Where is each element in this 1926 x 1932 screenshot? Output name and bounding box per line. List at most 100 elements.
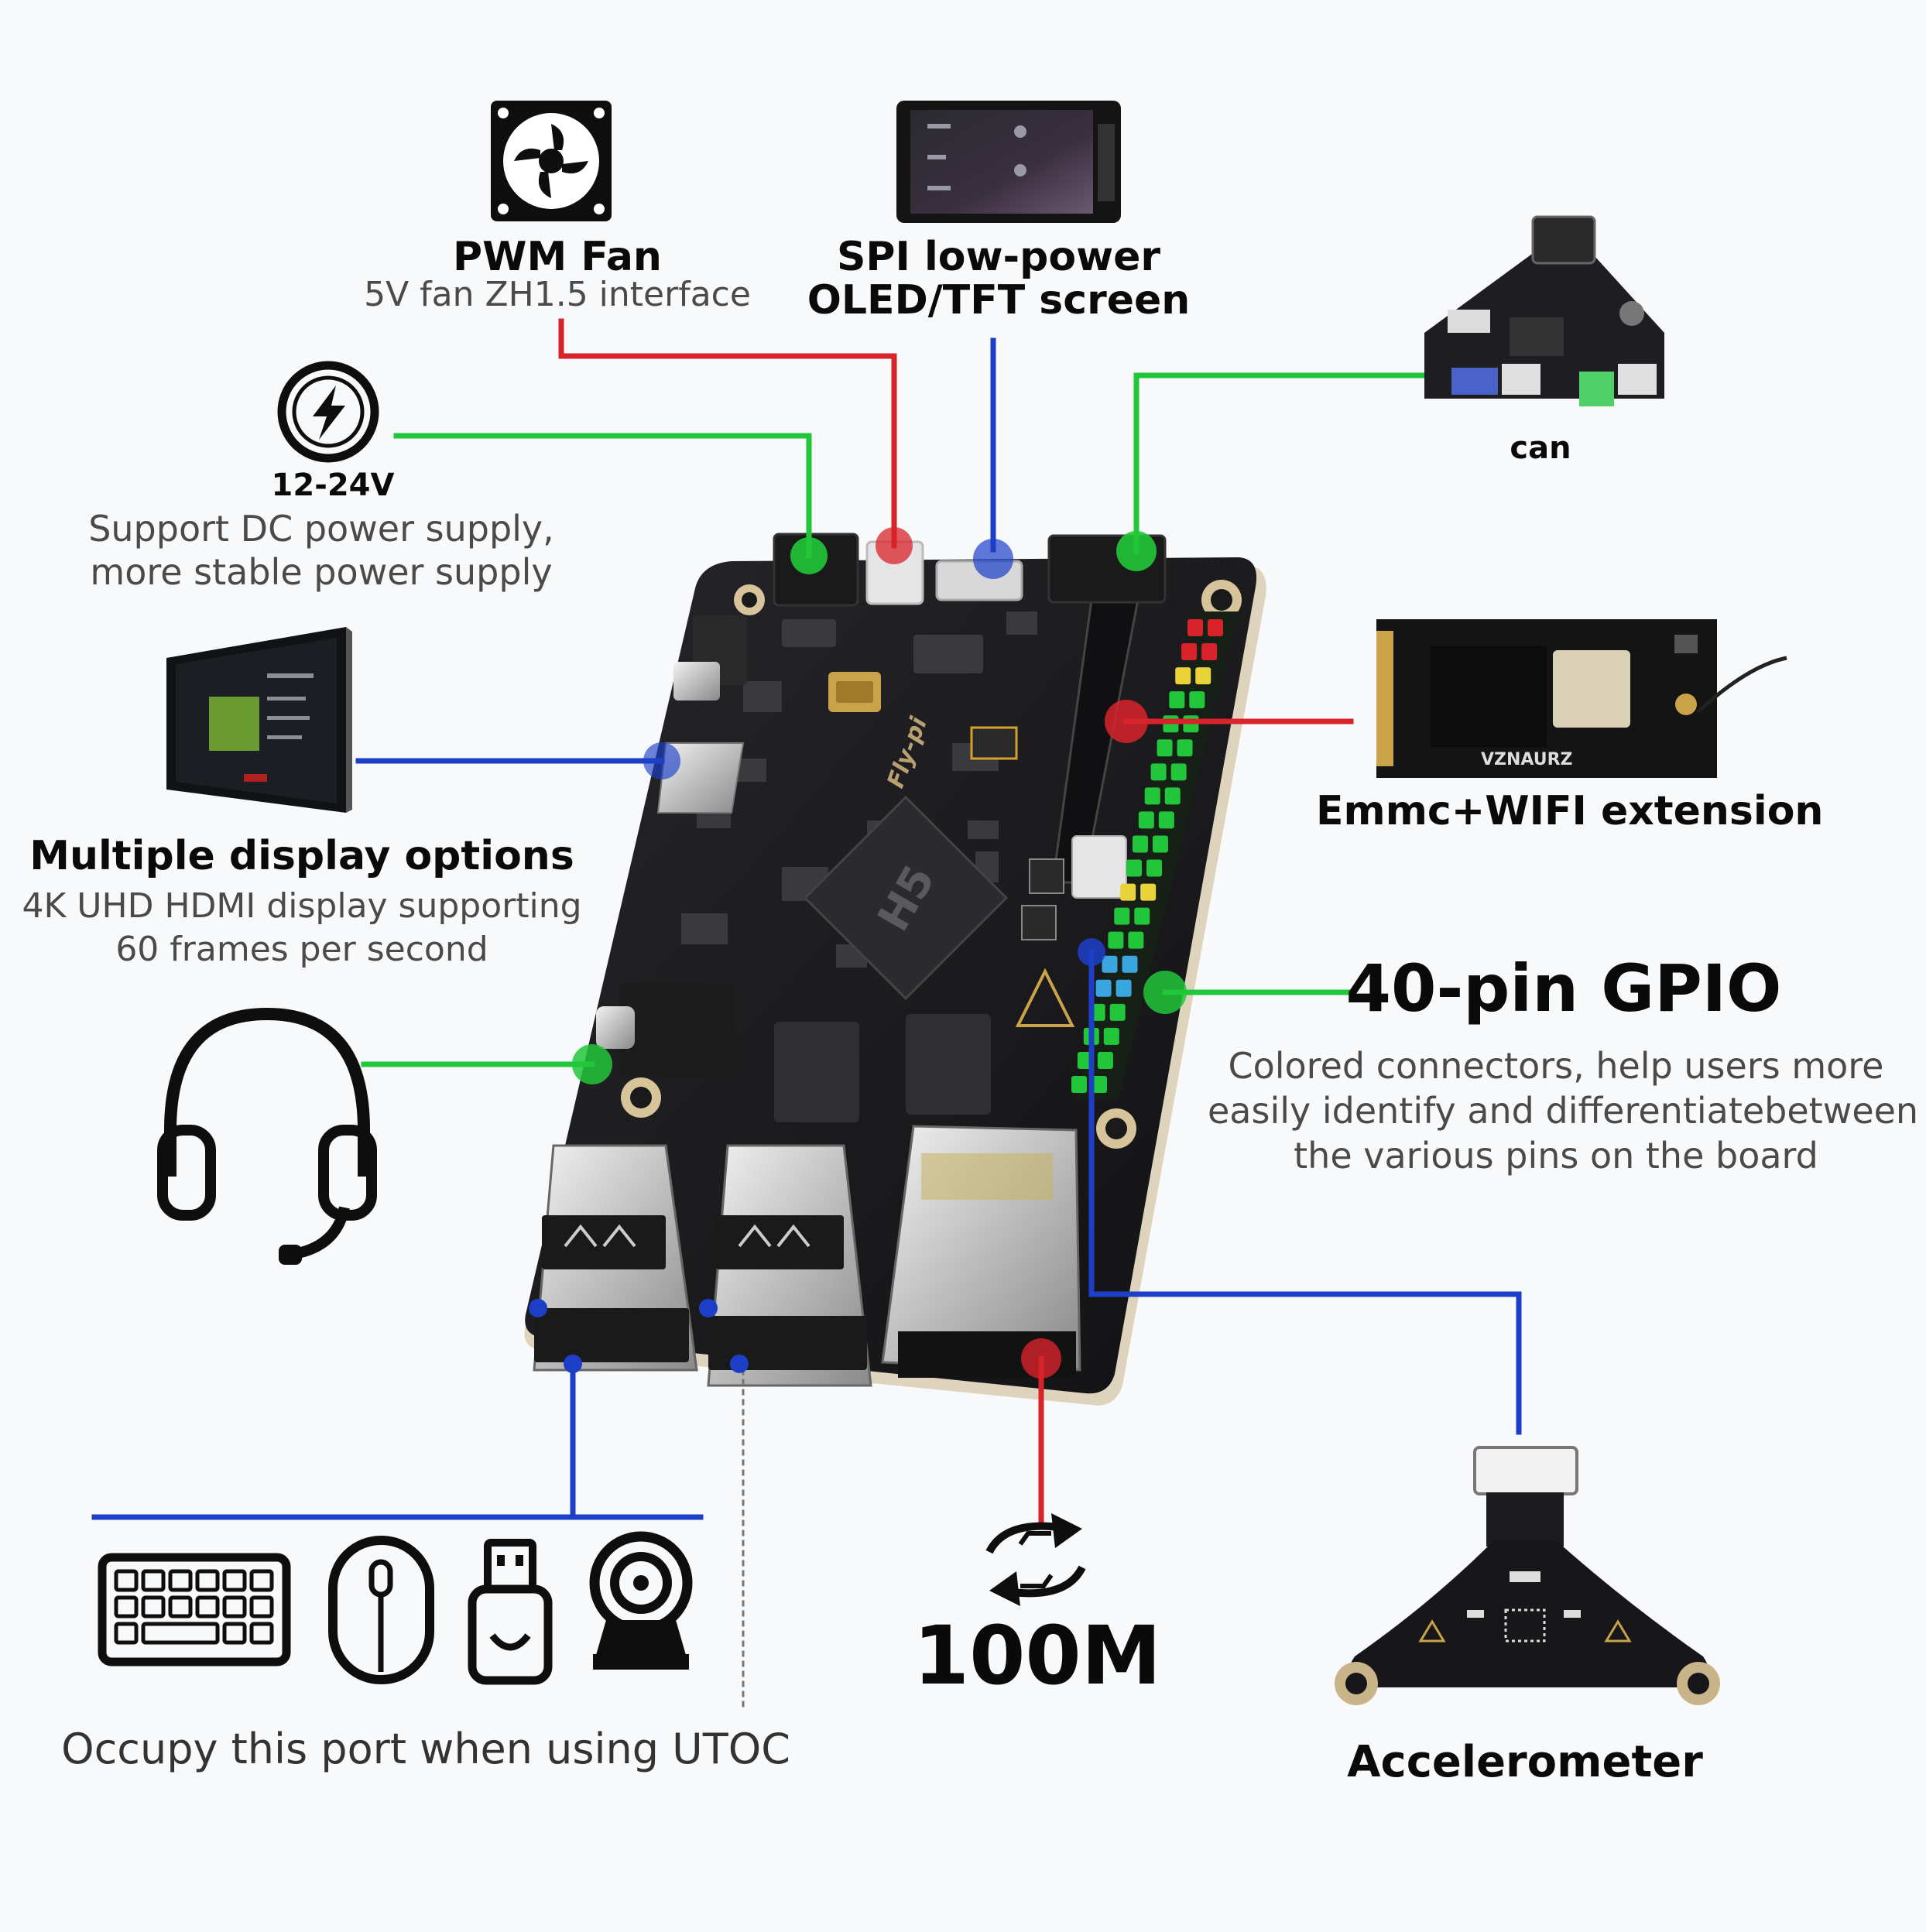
power-title: 12-24V — [271, 468, 395, 503]
gpio-pin — [1138, 811, 1154, 829]
soc-chip: H5 — [803, 795, 1009, 1001]
gpio-pin — [1071, 1076, 1087, 1093]
keyboard-key — [168, 1595, 193, 1619]
gpio-pin — [1132, 835, 1148, 853]
gpio-title: 40-pin GPIO — [1345, 951, 1782, 1026]
keyboard-key — [195, 1569, 220, 1592]
audio-jack — [596, 983, 735, 1076]
headset-icon — [157, 1007, 377, 1265]
keyboard-key — [222, 1595, 247, 1619]
gpio-pin — [1201, 643, 1218, 661]
lightning-icon — [277, 361, 379, 463]
keyboard-key — [114, 1569, 139, 1592]
pwm-fan-subtitle: 5V fan ZH1.5 interface — [364, 275, 751, 314]
power-line1: Support DC power supply, — [88, 508, 554, 550]
gpio-pin — [1116, 979, 1132, 997]
emmc-title: Emmc+WIFI extension — [1316, 788, 1824, 834]
gpio-pin — [1164, 787, 1181, 805]
gpio-pin — [1189, 691, 1205, 709]
gpio-line1: Colored connectors, help users more — [1228, 1045, 1884, 1087]
gpio-pin — [1157, 739, 1173, 757]
ethernet-title: 100M — [913, 1608, 1162, 1703]
mounting-hole — [1201, 580, 1242, 620]
callout-lines — [91, 318, 1522, 1712]
gpio-pin — [1095, 979, 1112, 997]
emmc-wifi-module: VZNAURZ — [1376, 619, 1787, 778]
can-callout-line — [1133, 372, 1429, 554]
usb-drive-icon — [468, 1539, 553, 1685]
callout-dots — [529, 527, 1187, 1379]
keyboard-key — [249, 1569, 274, 1592]
gpio-pin — [1102, 955, 1118, 973]
keyboard-key — [249, 1622, 274, 1645]
fan-icon — [491, 101, 612, 221]
keyboard-key — [141, 1622, 220, 1645]
board-logo-icon — [1015, 968, 1075, 1027]
gpio-pin — [1170, 763, 1187, 781]
fan-callout-line — [558, 318, 897, 549]
can-module — [1424, 215, 1664, 406]
keyboard-key — [195, 1595, 220, 1619]
gpio-line2: easily identify and differentiatebetween — [1208, 1090, 1919, 1132]
gpio-pin — [1150, 763, 1167, 781]
display-line1: 4K UHD HDMI display supporting — [22, 886, 582, 926]
display-title: Multiple display options — [29, 833, 574, 879]
mounting-hole — [621, 1077, 661, 1118]
mouse-icon — [328, 1536, 434, 1684]
keyboard-key — [141, 1569, 166, 1592]
gpio-pin — [1177, 739, 1193, 757]
keyboard-key — [114, 1595, 139, 1619]
power-callout-line — [393, 433, 812, 559]
power-line2: more stable power supply — [90, 551, 553, 593]
usb-caption: Occupy this port when using UTOC — [61, 1725, 790, 1773]
gpio-pin — [1092, 1076, 1107, 1093]
keyboard-key — [141, 1595, 166, 1619]
mounting-hole — [734, 584, 765, 615]
mounting-hole — [1096, 1108, 1136, 1149]
gpio-pin — [1187, 619, 1203, 636]
gpio-pin — [1175, 667, 1191, 685]
gpio-pin — [1134, 907, 1150, 925]
gpio-pin — [1114, 907, 1130, 925]
accelerometer-module — [1335, 1446, 1720, 1705]
usb-port-stack-1 — [533, 1144, 698, 1372]
accelerometer-callout-line — [1088, 949, 1522, 1435]
gpio-pin — [1181, 643, 1198, 661]
accelerometer-title: Accelerometer — [1347, 1737, 1703, 1787]
keyboard-key — [222, 1622, 247, 1645]
gpio-pin — [1208, 619, 1223, 636]
spi-screen-title-line2: OLED/TFT screen — [807, 277, 1191, 324]
display-line2: 60 frames per second — [115, 930, 488, 969]
spi-screen-title-line1: SPI low-power — [836, 234, 1161, 280]
network-transfer-icon — [985, 1513, 1086, 1606]
can-title: can — [1510, 430, 1571, 466]
webcam-icon — [589, 1531, 693, 1670]
gpio-pin — [1097, 1051, 1113, 1069]
gpio-pin — [1120, 883, 1136, 901]
spi-screen-module — [896, 101, 1121, 223]
gpio-pin — [1109, 1003, 1126, 1021]
hdmi-monitor-image — [166, 627, 352, 813]
gpio-pin — [1195, 667, 1211, 685]
gpio-pin — [1122, 955, 1138, 973]
keyboard-key — [168, 1569, 193, 1592]
gpio-pin — [1158, 811, 1174, 829]
gpio-pin — [1140, 883, 1157, 901]
keyboard-key — [222, 1569, 247, 1592]
gpio-pin — [1126, 859, 1143, 877]
usb-port-stack-2 — [707, 1144, 872, 1387]
keyboard-key — [114, 1622, 139, 1645]
gpio-line3: the various pins on the board — [1294, 1135, 1818, 1177]
fly-pi-board: H5 Fly-pi — [524, 533, 1266, 1406]
keyboard-key — [249, 1595, 274, 1619]
gpio-pin — [1152, 835, 1168, 853]
gpio-pin — [1108, 931, 1124, 949]
keyboard-icon — [98, 1553, 291, 1667]
gpio-pin — [1144, 787, 1160, 805]
module-marking: VZNAURZ — [1481, 750, 1573, 769]
gpio-pin — [1169, 691, 1185, 709]
gpio-pin — [1146, 859, 1163, 877]
ethernet-port — [881, 1125, 1081, 1378]
